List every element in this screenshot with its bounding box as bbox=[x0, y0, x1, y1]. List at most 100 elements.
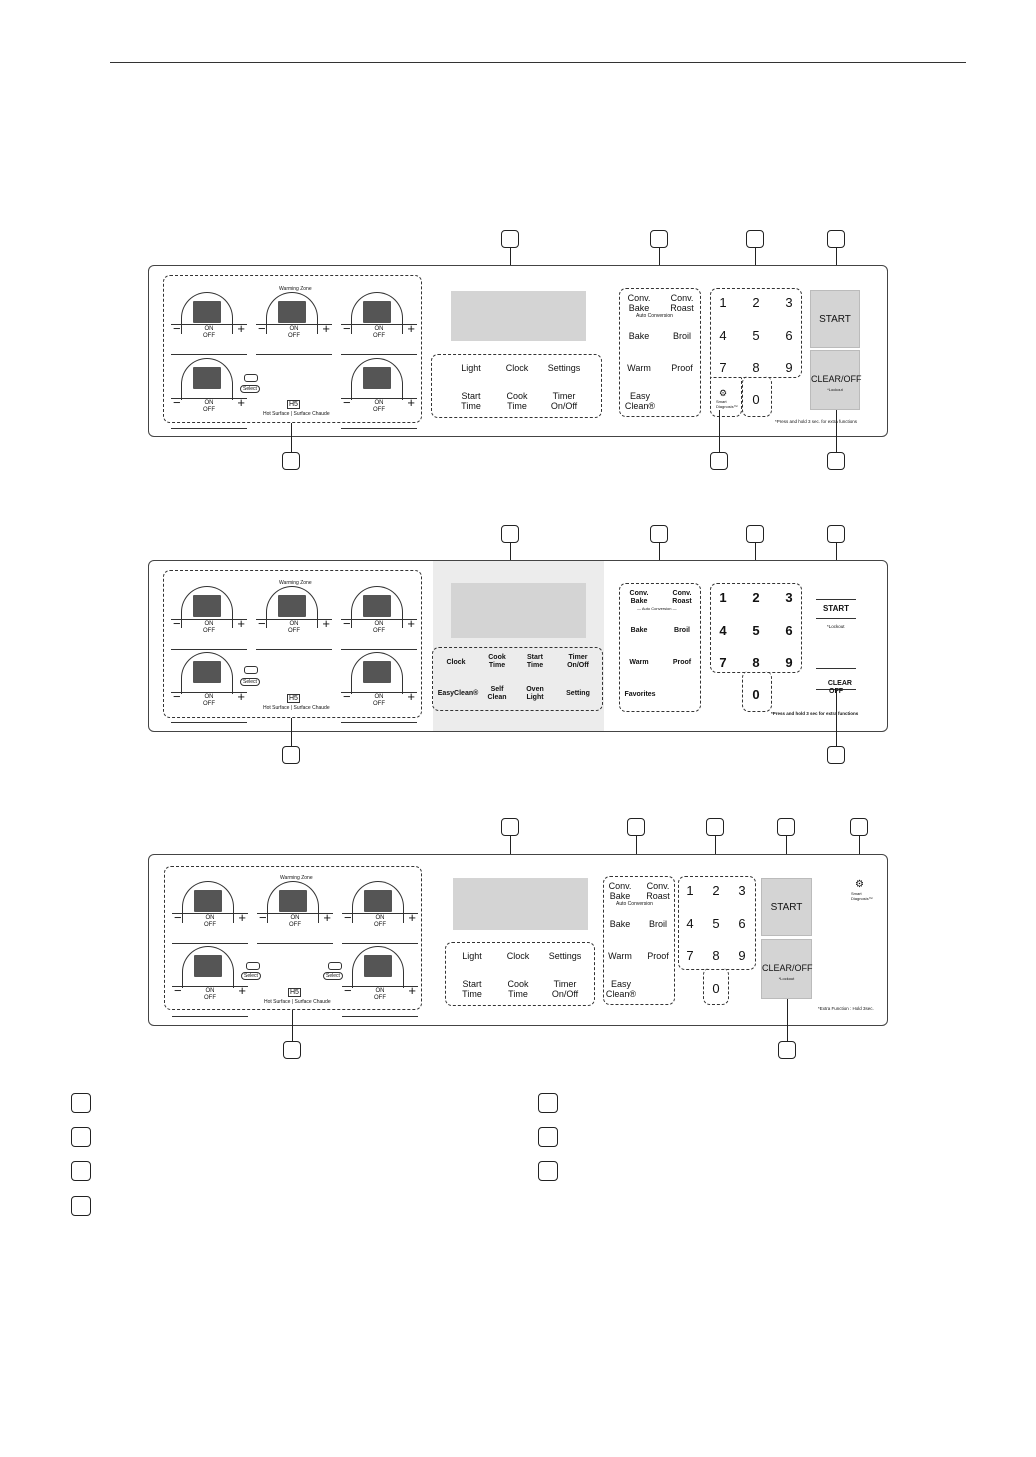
number-key-9[interactable]: 9 bbox=[785, 655, 793, 670]
burner-knob-right-front[interactable] bbox=[351, 586, 403, 628]
select-button[interactable]: Select bbox=[323, 972, 343, 980]
easy-clean-key[interactable]: Easy Clean® bbox=[605, 979, 637, 999]
burner-knob-right-front[interactable] bbox=[351, 292, 403, 334]
number-key-1[interactable]: 1 bbox=[719, 590, 727, 605]
plus-icon[interactable]: + bbox=[238, 983, 246, 998]
minus-icon[interactable]: − bbox=[258, 616, 266, 631]
minus-icon[interactable]: − bbox=[174, 983, 182, 998]
number-key-6[interactable]: 6 bbox=[738, 916, 746, 931]
proof-key[interactable]: Proof bbox=[647, 951, 669, 961]
minus-icon[interactable]: − bbox=[173, 616, 181, 631]
timer-key[interactable]: Timer On/Off bbox=[551, 979, 579, 999]
number-key-1[interactable]: 1 bbox=[719, 295, 727, 310]
burner-knob-left-rear[interactable] bbox=[181, 358, 233, 400]
number-key-8[interactable]: 8 bbox=[752, 655, 760, 670]
setting-key[interactable]: Setting bbox=[566, 690, 590, 697]
settings-key[interactable]: Settings bbox=[548, 951, 582, 961]
light-key[interactable]: Light bbox=[462, 951, 482, 961]
burner-controls-right-rear[interactable]: − ON OFF + bbox=[342, 983, 418, 1018]
start-time-key[interactable]: Start Time bbox=[462, 979, 482, 999]
burner-controls-right-rear[interactable]: − ON OFF + bbox=[341, 689, 417, 724]
burner-controls-right-front[interactable]: − ON OFF + bbox=[341, 321, 417, 356]
plus-icon[interactable]: + bbox=[237, 689, 245, 704]
broil-key[interactable]: Broil bbox=[648, 919, 668, 929]
burner-knob-center[interactable] bbox=[266, 586, 318, 628]
conv-roast-key[interactable]: Conv. Roast bbox=[646, 881, 670, 901]
number-key-9[interactable]: 9 bbox=[738, 948, 746, 963]
oven-light-key[interactable]: Oven Light bbox=[526, 686, 544, 701]
burner-knob-left-rear[interactable] bbox=[181, 652, 233, 694]
warm-key[interactable]: Warm bbox=[629, 659, 649, 666]
clock-key[interactable]: Clock bbox=[505, 363, 529, 373]
cook-time-key[interactable]: Cook Time bbox=[506, 391, 528, 411]
start-button[interactable]: START bbox=[816, 599, 856, 619]
minus-icon[interactable]: − bbox=[344, 983, 352, 998]
easy-clean-key[interactable]: EasyClean® bbox=[437, 690, 479, 697]
plus-icon[interactable]: + bbox=[407, 689, 415, 704]
smart-diagnosis-icon[interactable]: ⚙ bbox=[719, 388, 728, 398]
burner-knob-right-rear[interactable] bbox=[351, 358, 403, 400]
plus-icon[interactable]: + bbox=[237, 321, 245, 336]
number-key-7[interactable]: 7 bbox=[686, 948, 694, 963]
number-key-2[interactable]: 2 bbox=[712, 883, 720, 898]
minus-icon[interactable]: − bbox=[343, 689, 351, 704]
select-button[interactable]: Select bbox=[240, 678, 260, 686]
bake-key[interactable]: Bake bbox=[630, 627, 648, 634]
plus-icon[interactable]: + bbox=[407, 395, 415, 410]
number-key-5[interactable]: 5 bbox=[752, 623, 760, 638]
burner-controls-left-front[interactable]: − ON OFF + bbox=[172, 910, 248, 945]
plus-icon[interactable]: + bbox=[407, 616, 415, 631]
burner-controls-left-rear[interactable]: − ON OFF + bbox=[171, 689, 247, 724]
number-key-0[interactable]: 0 bbox=[712, 981, 720, 996]
conv-roast-key[interactable]: Conv. Roast bbox=[670, 293, 694, 313]
number-key-8[interactable]: 8 bbox=[712, 948, 720, 963]
number-key-5[interactable]: 5 bbox=[712, 916, 720, 931]
conv-bake-key[interactable]: Conv. Bake bbox=[629, 590, 649, 605]
start-time-key[interactable]: Start Time bbox=[461, 391, 481, 411]
burner-knob-right-front[interactable] bbox=[352, 881, 404, 923]
burner-controls-left-front[interactable]: − ON OFF + bbox=[171, 321, 247, 356]
timer-key[interactable]: Timer On/Off bbox=[567, 654, 589, 669]
start-time-key[interactable]: Start Time bbox=[526, 654, 544, 669]
broil-key[interactable]: Broil bbox=[672, 331, 692, 341]
plus-icon[interactable]: + bbox=[237, 395, 245, 410]
plus-icon[interactable]: + bbox=[238, 910, 246, 925]
minus-icon[interactable]: − bbox=[344, 910, 352, 925]
burner-knob-right-rear[interactable] bbox=[352, 946, 404, 988]
minus-icon[interactable]: − bbox=[174, 910, 182, 925]
cook-time-key[interactable]: Cook Time bbox=[488, 654, 506, 669]
burner-knob-left-front[interactable] bbox=[182, 881, 234, 923]
plus-icon[interactable]: + bbox=[408, 983, 416, 998]
minus-icon[interactable]: − bbox=[259, 910, 267, 925]
number-key-4[interactable]: 4 bbox=[686, 916, 694, 931]
warm-key[interactable]: Warm bbox=[627, 363, 651, 373]
number-key-5[interactable]: 5 bbox=[752, 328, 760, 343]
plus-icon[interactable]: + bbox=[322, 616, 330, 631]
number-key-8[interactable]: 8 bbox=[752, 360, 760, 375]
broil-key[interactable]: Broil bbox=[674, 627, 690, 634]
clear-off-button[interactable]: CLEAR/OFF *Lockout bbox=[761, 939, 813, 999]
conv-bake-key[interactable]: Conv. Bake bbox=[608, 881, 632, 901]
plus-icon[interactable]: + bbox=[237, 616, 245, 631]
number-key-3[interactable]: 3 bbox=[738, 883, 746, 898]
bake-key[interactable]: Bake bbox=[628, 331, 650, 341]
number-key-6[interactable]: 6 bbox=[785, 623, 793, 638]
select-button[interactable]: Select bbox=[241, 972, 261, 980]
clear-off-button[interactable]: CLEAR OFF bbox=[816, 668, 856, 695]
self-clean-key[interactable]: Self Clean bbox=[487, 686, 507, 701]
smart-diagnosis-icon[interactable]: ⚙ bbox=[855, 879, 864, 890]
easy-clean-key[interactable]: Easy Clean® bbox=[624, 391, 656, 411]
start-button[interactable]: START bbox=[810, 290, 860, 348]
clock-key[interactable]: Clock bbox=[506, 951, 530, 961]
plus-icon[interactable]: + bbox=[408, 910, 416, 925]
clock-key[interactable]: Clock bbox=[446, 659, 466, 666]
burner-controls-right-rear[interactable]: − ON OFF + bbox=[341, 395, 417, 430]
number-key-4[interactable]: 4 bbox=[719, 623, 727, 638]
minus-icon[interactable]: − bbox=[343, 321, 351, 336]
burner-knob-center[interactable] bbox=[267, 881, 319, 923]
plus-icon[interactable]: + bbox=[323, 910, 331, 925]
proof-key[interactable]: Proof bbox=[672, 659, 692, 666]
timer-key[interactable]: Timer On/Off bbox=[550, 391, 578, 411]
light-key[interactable]: Light bbox=[461, 363, 481, 373]
burner-knob-left-rear[interactable] bbox=[182, 946, 234, 988]
